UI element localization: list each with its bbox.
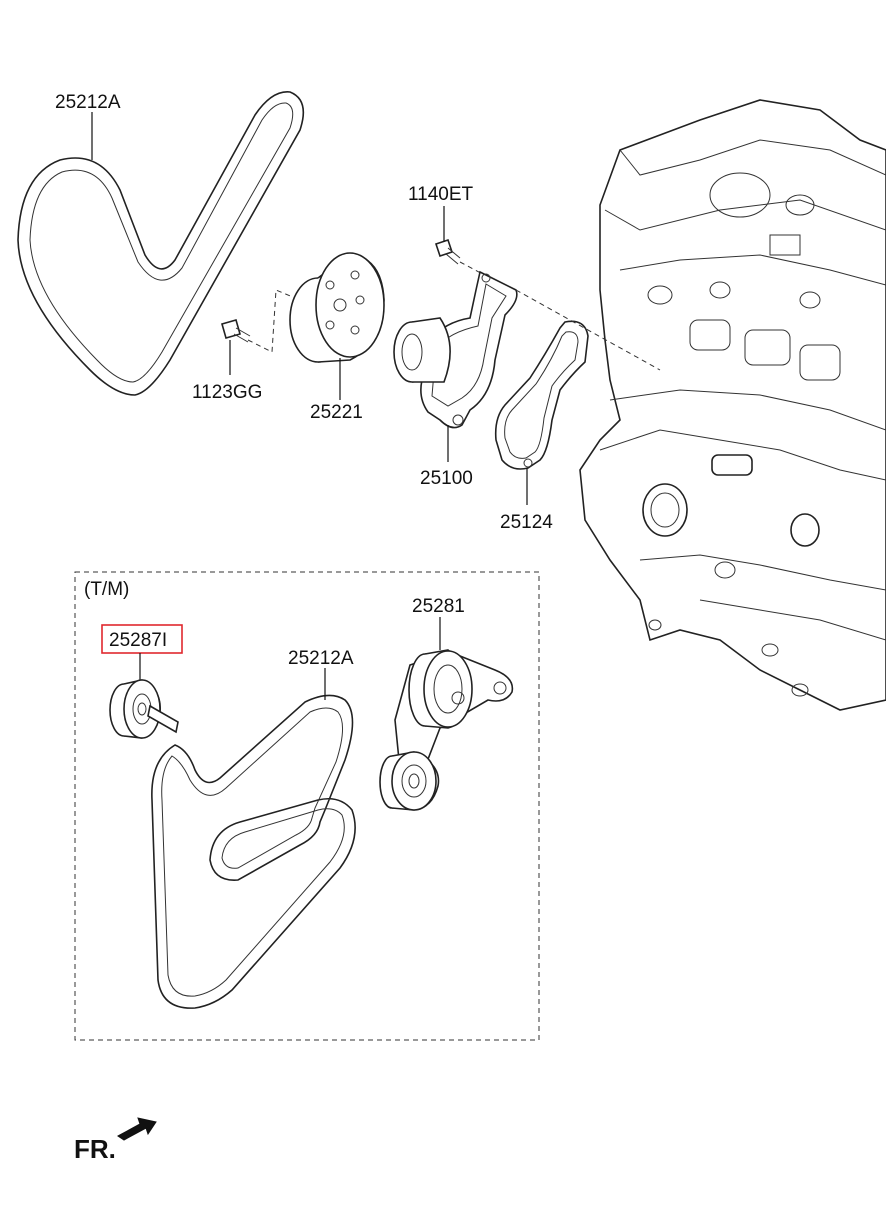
front-arrow-icon: [117, 1117, 157, 1141]
tensioner-25281: [379, 649, 514, 811]
label-tensioner: 25281: [412, 596, 465, 617]
pulley-25221: [289, 252, 385, 363]
label-tm-box: (T/M): [84, 579, 129, 600]
drive-belt-tm: [151, 694, 356, 1009]
label-belt-tm: 25212A: [288, 648, 354, 669]
label-water-pump: 25100: [420, 468, 473, 489]
front-indicator: FR.: [74, 1117, 157, 1164]
dash-bolt-to-pulley: [247, 289, 301, 353]
water-pump-25100: [393, 270, 518, 429]
label-gasket: 25124: [500, 512, 553, 533]
label-idler[interactable]: 25287I: [109, 630, 167, 651]
dash-pump-to-block: [515, 289, 661, 371]
drive-belt-top: [17, 91, 305, 396]
engine-block: [579, 99, 886, 711]
idler-highlight-box[interactable]: [101, 624, 183, 654]
bolt-1140et: [434, 238, 461, 265]
bolt-1123gg: [221, 319, 251, 343]
label-bolt-1140et: 1140ET: [408, 184, 474, 205]
label-pulley: 25221: [310, 402, 363, 423]
label-front: FR.: [74, 1134, 116, 1164]
idler-pulley-25287i: [109, 679, 179, 739]
tm-group-box: [74, 571, 540, 1041]
label-bolt-1123gg: 1123GG: [192, 382, 262, 403]
label-belt-top: 25212A: [55, 92, 121, 113]
gasket-25124: [494, 320, 589, 470]
